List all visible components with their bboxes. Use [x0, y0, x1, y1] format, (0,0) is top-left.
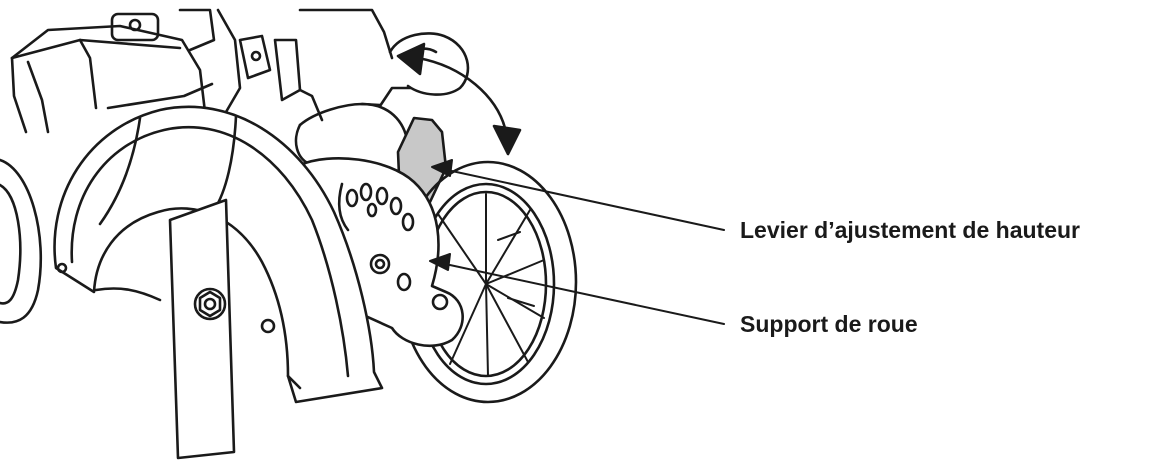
- wheel-bracket-callout: Support de roue: [740, 313, 918, 336]
- rear-wheel: [0, 160, 41, 323]
- edger-blade: [170, 200, 234, 458]
- height-lever-callout: Levier d’ajustement de hauteur: [740, 219, 1080, 242]
